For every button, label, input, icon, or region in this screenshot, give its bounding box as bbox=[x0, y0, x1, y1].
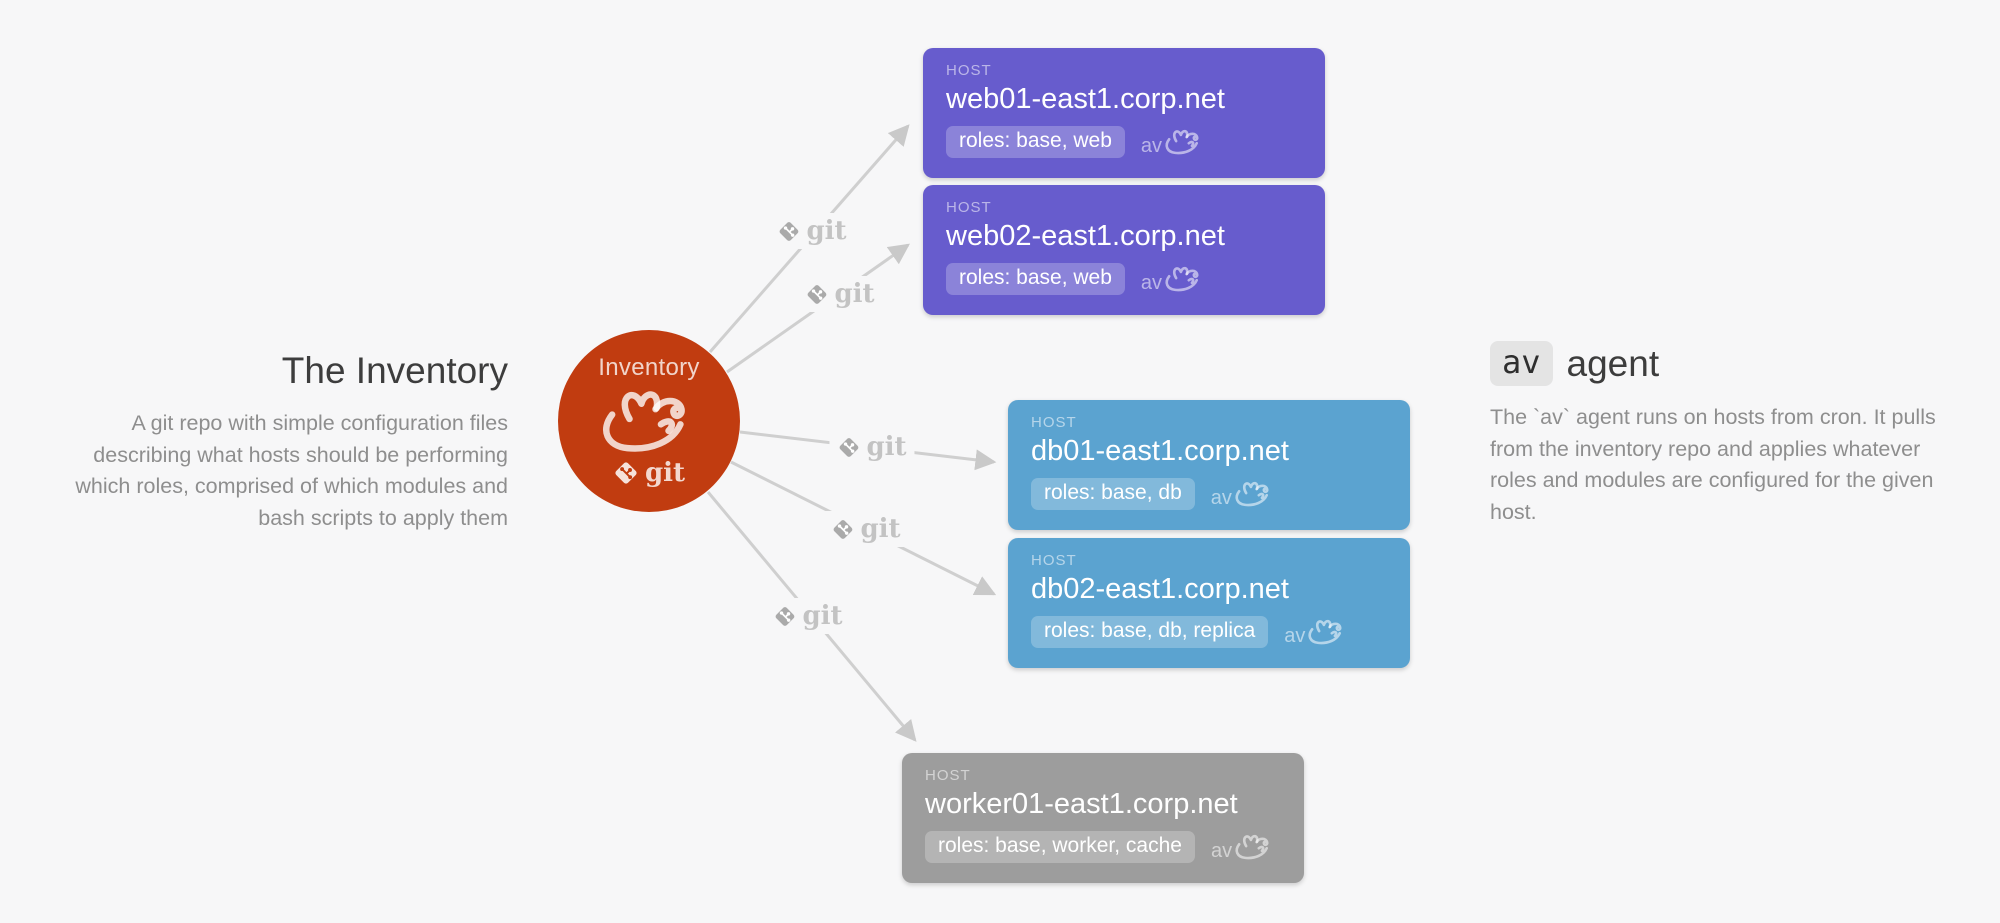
inventory-node-label: Inventory bbox=[598, 354, 700, 381]
host-kind-label: HOST bbox=[946, 199, 992, 216]
agent-panel: av agent The `av` agent runs on hosts fr… bbox=[1490, 341, 1970, 528]
agent-indicator: av bbox=[1211, 832, 1275, 863]
inventory-panel-title: The Inventory bbox=[281, 350, 508, 391]
agent-panel-title: av agent bbox=[1490, 341, 1970, 386]
roles-badge: roles: base, web bbox=[946, 263, 1125, 295]
host-card-db01: HOST db01-east1.corp.net roles: base, db… bbox=[1008, 400, 1410, 530]
host-name: web01-east1.corp.net bbox=[946, 83, 1225, 115]
bird-icon bbox=[1163, 127, 1205, 156]
host-kind-label: HOST bbox=[1031, 552, 1077, 569]
roles-badge: roles: base, db, replica bbox=[1031, 616, 1269, 648]
host-card-web01: HOST web01-east1.corp.net roles: base, w… bbox=[923, 48, 1325, 178]
git-icon bbox=[777, 220, 800, 243]
inventory-panel: The Inventory A git repo with simple con… bbox=[75, 350, 508, 534]
git-icon bbox=[613, 460, 639, 486]
agent-indicator: av bbox=[1141, 264, 1205, 295]
edge-git-label: git bbox=[769, 213, 855, 249]
git-icon bbox=[805, 283, 828, 306]
host-kind-label: HOST bbox=[925, 767, 971, 784]
edge-git-label-text: git bbox=[806, 216, 847, 246]
host-card-db02: HOST db02-east1.corp.net roles: base, db… bbox=[1008, 538, 1410, 668]
bird-icon bbox=[597, 384, 701, 456]
agent-indicator-label: av bbox=[1140, 271, 1163, 294]
inventory-git-label: git bbox=[644, 458, 686, 488]
inventory-panel-description: A git repo with simple configuration fil… bbox=[75, 411, 508, 530]
bird-icon bbox=[1233, 832, 1275, 861]
edge-git-label-text: git bbox=[802, 601, 843, 631]
edge-git-label: git bbox=[765, 598, 851, 634]
bird-icon bbox=[1306, 617, 1348, 646]
agent-indicator: av bbox=[1284, 617, 1348, 648]
agent-indicator: av bbox=[1211, 479, 1275, 510]
agent-name-chip: av bbox=[1490, 341, 1553, 386]
roles-badge: roles: base, web bbox=[946, 126, 1125, 158]
host-name: db02-east1.corp.net bbox=[1031, 573, 1289, 605]
agent-panel-description: The `av` agent runs on hosts from cron. … bbox=[1490, 405, 1936, 524]
host-kind-label: HOST bbox=[1031, 414, 1077, 431]
edge-git-label: git bbox=[797, 276, 883, 312]
edge-git-label-text: git bbox=[866, 432, 907, 462]
host-card-web02: HOST web02-east1.corp.net roles: base, w… bbox=[923, 185, 1325, 315]
roles-badge: roles: base, worker, cache bbox=[925, 831, 1195, 863]
git-icon bbox=[837, 436, 860, 459]
roles-badge: roles: base, db bbox=[1031, 478, 1195, 510]
agent-indicator-label: av bbox=[1140, 134, 1163, 157]
agent-indicator: av bbox=[1141, 127, 1205, 158]
agent-title-suffix: agent bbox=[1566, 342, 1660, 384]
inventory-node: Inventory git bbox=[558, 330, 740, 512]
bird-icon bbox=[1163, 264, 1205, 293]
host-name: web02-east1.corp.net bbox=[946, 220, 1225, 252]
inventory-git-logo: git bbox=[613, 458, 685, 488]
agent-indicator-label: av bbox=[1210, 486, 1232, 509]
bird-icon bbox=[1233, 479, 1275, 508]
git-icon bbox=[831, 518, 854, 541]
agent-indicator-label: av bbox=[1284, 624, 1306, 647]
host-kind-label: HOST bbox=[946, 62, 992, 79]
host-name: db01-east1.corp.net bbox=[1031, 435, 1289, 467]
host-card-worker01: HOST worker01-east1.corp.net roles: base… bbox=[902, 753, 1304, 883]
edge-git-label: git bbox=[829, 429, 915, 465]
agent-indicator-label: av bbox=[1210, 839, 1233, 862]
edge-git-label-text: git bbox=[860, 514, 901, 544]
edge-git-label-text: git bbox=[834, 279, 875, 309]
edge-git-label: git bbox=[823, 511, 909, 547]
git-icon bbox=[773, 605, 796, 628]
host-name: worker01-east1.corp.net bbox=[925, 788, 1238, 820]
